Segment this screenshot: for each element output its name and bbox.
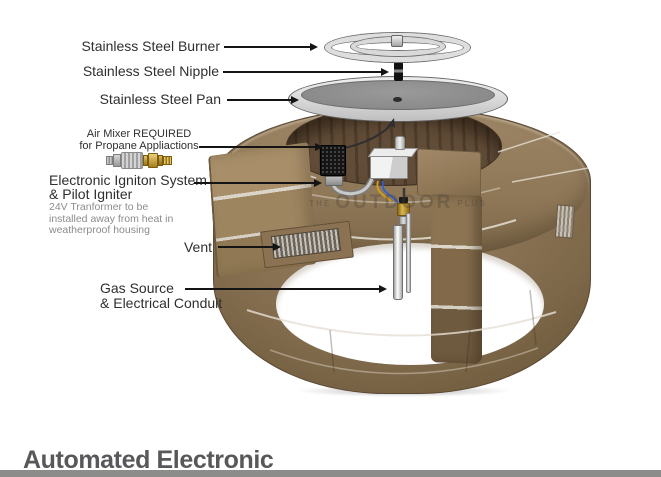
watermark: THE OUTDOOR PLUS [309, 192, 487, 214]
fitting-threaded-tip-right [163, 155, 172, 165]
pan-center-hole [393, 97, 402, 102]
fitting-steel-nut [113, 153, 121, 167]
gas-supply-pipe [393, 225, 403, 300]
fitting-brass-ring-2 [158, 154, 163, 166]
title-line-1: Automated Electronic [23, 446, 274, 474]
watermark-plus: PLUS [457, 198, 487, 208]
wall-cutaway-right-pillar [431, 194, 482, 364]
gas-callout-arrow [185, 285, 387, 292]
air-mixer-base [325, 176, 343, 186]
label-electronic-ignition: Electronic Igniton System & Pilot Ignite… [49, 172, 207, 202]
burner-hub [391, 35, 403, 47]
fitting-brass-nut [148, 152, 158, 168]
footer-bar [0, 470, 661, 477]
fitting-brass-ring [143, 154, 148, 166]
label-vent: Vent [183, 239, 212, 255]
label-air-mixer: Air Mixer REQUIRED for Propane Appliacti… [79, 128, 199, 152]
label-gas-source: Gas Source & Electrical Conduit [100, 280, 223, 311]
nipple-callout-arrow [223, 68, 389, 75]
ignition-callout-arrow [194, 179, 322, 186]
ignition-box-cap [395, 136, 405, 150]
air-mixer-component [320, 145, 346, 176]
electrical-conduit-pipe [406, 213, 411, 293]
label-transformer-note: 24V Tranformer to be installed away from… [49, 201, 174, 236]
ignition-box [370, 156, 408, 179]
pilot-igniter-cap [399, 197, 408, 203]
label-stainless-steel-pan: Stainless Steel Pan [99, 91, 221, 107]
vent-callout-arrow [218, 243, 281, 250]
fitting-threaded-tip-left [106, 155, 113, 165]
watermark-outdoor: OUTDOOR [335, 192, 454, 213]
pan-callout-arrow [227, 96, 299, 103]
vent-opening-right [554, 204, 576, 239]
label-stainless-steel-burner: Stainless Steel Burner [81, 38, 220, 54]
pilot-igniter-brass-fitting [397, 203, 410, 216]
air-mixer-fitting-graphic [106, 151, 174, 169]
pan-inner-surface [301, 80, 495, 110]
fitting-mixer-body [121, 151, 143, 169]
watermark-the: THE [309, 198, 332, 208]
stainless-steel-nipple [394, 62, 403, 81]
burner-callout-arrow [224, 43, 318, 50]
air-mixer-callout-arrow [199, 143, 323, 150]
diagram-title: Automated Electronic Ignition System Fir… [23, 390, 408, 477]
label-stainless-steel-nipple: Stainless Steel Nipple [82, 63, 219, 79]
